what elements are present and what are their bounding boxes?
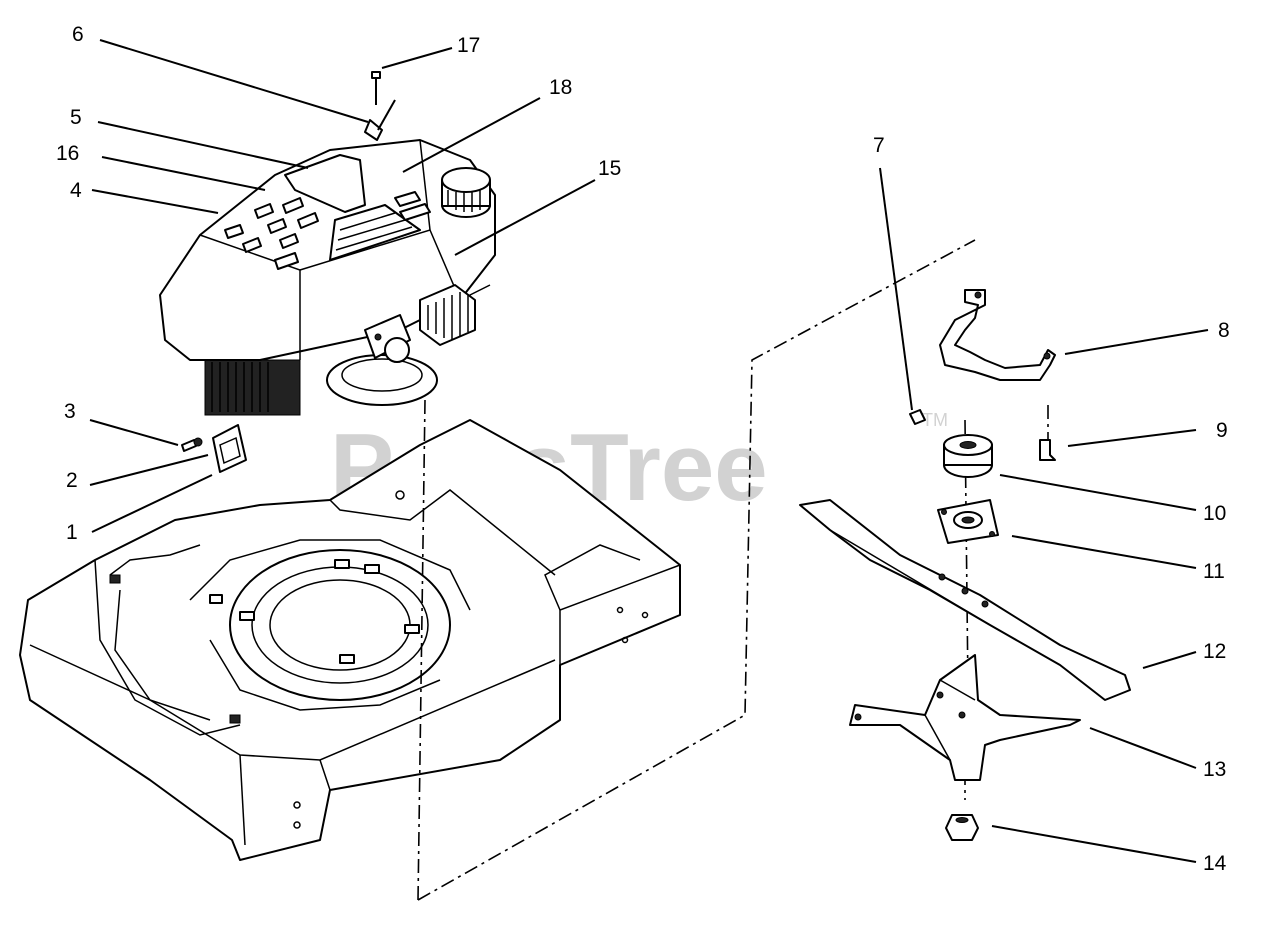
callout-10[interactable]: 10 — [1203, 502, 1226, 525]
mower-blade[interactable] — [799, 499, 1131, 701]
callout-11[interactable]: 11 — [1203, 560, 1225, 583]
mower-deck[interactable] — [19, 419, 681, 861]
blade-nut[interactable] — [945, 814, 979, 841]
watermark-trademark: TM — [922, 410, 948, 430]
callout-1[interactable]: 1 — [66, 521, 78, 544]
blade-adapter-plate[interactable] — [937, 499, 999, 544]
starter-assembly[interactable] — [364, 284, 476, 363]
callout-16[interactable]: 16 — [56, 142, 79, 165]
shroud-screw[interactable] — [371, 71, 381, 105]
blade-brake-bracket[interactable] — [939, 289, 1056, 381]
engine-decal[interactable] — [212, 424, 247, 473]
callout-3[interactable]: 3 — [64, 400, 76, 423]
callout-9[interactable]: 9 — [1216, 419, 1228, 442]
callout-4[interactable]: 4 — [70, 179, 82, 202]
callout-17[interactable]: 17 — [457, 34, 480, 57]
engine-base[interactable] — [204, 354, 438, 416]
callout-7[interactable]: 7 — [873, 134, 885, 157]
callout-8[interactable]: 8 — [1218, 319, 1230, 342]
callout-14[interactable]: 14 — [1203, 852, 1227, 875]
callout-labels: 1 2 3 4 5 6 7 8 9 10 11 12 13 14 15 16 1… — [56, 23, 1230, 875]
callout-18[interactable]: 18 — [549, 76, 572, 99]
leader-lines — [89, 39, 1209, 863]
decal-screw[interactable] — [181, 437, 203, 452]
callout-13[interactable]: 13 — [1203, 758, 1226, 781]
blade-adapter[interactable] — [849, 654, 1081, 781]
bracket-bolt[interactable] — [1039, 439, 1056, 461]
callout-6[interactable]: 6 — [72, 23, 84, 46]
fuel-cap[interactable] — [441, 167, 491, 218]
callout-2[interactable]: 2 — [66, 469, 78, 492]
blade-spacer[interactable] — [943, 434, 993, 478]
dipstick[interactable] — [364, 99, 396, 141]
callout-12[interactable]: 12 — [1203, 640, 1226, 663]
shroud-vents — [224, 191, 431, 270]
callout-15[interactable]: 15 — [598, 157, 621, 180]
adapter-set-screw[interactable] — [909, 409, 926, 425]
callout-5[interactable]: 5 — [70, 106, 82, 129]
engine-shroud[interactable] — [159, 139, 496, 361]
